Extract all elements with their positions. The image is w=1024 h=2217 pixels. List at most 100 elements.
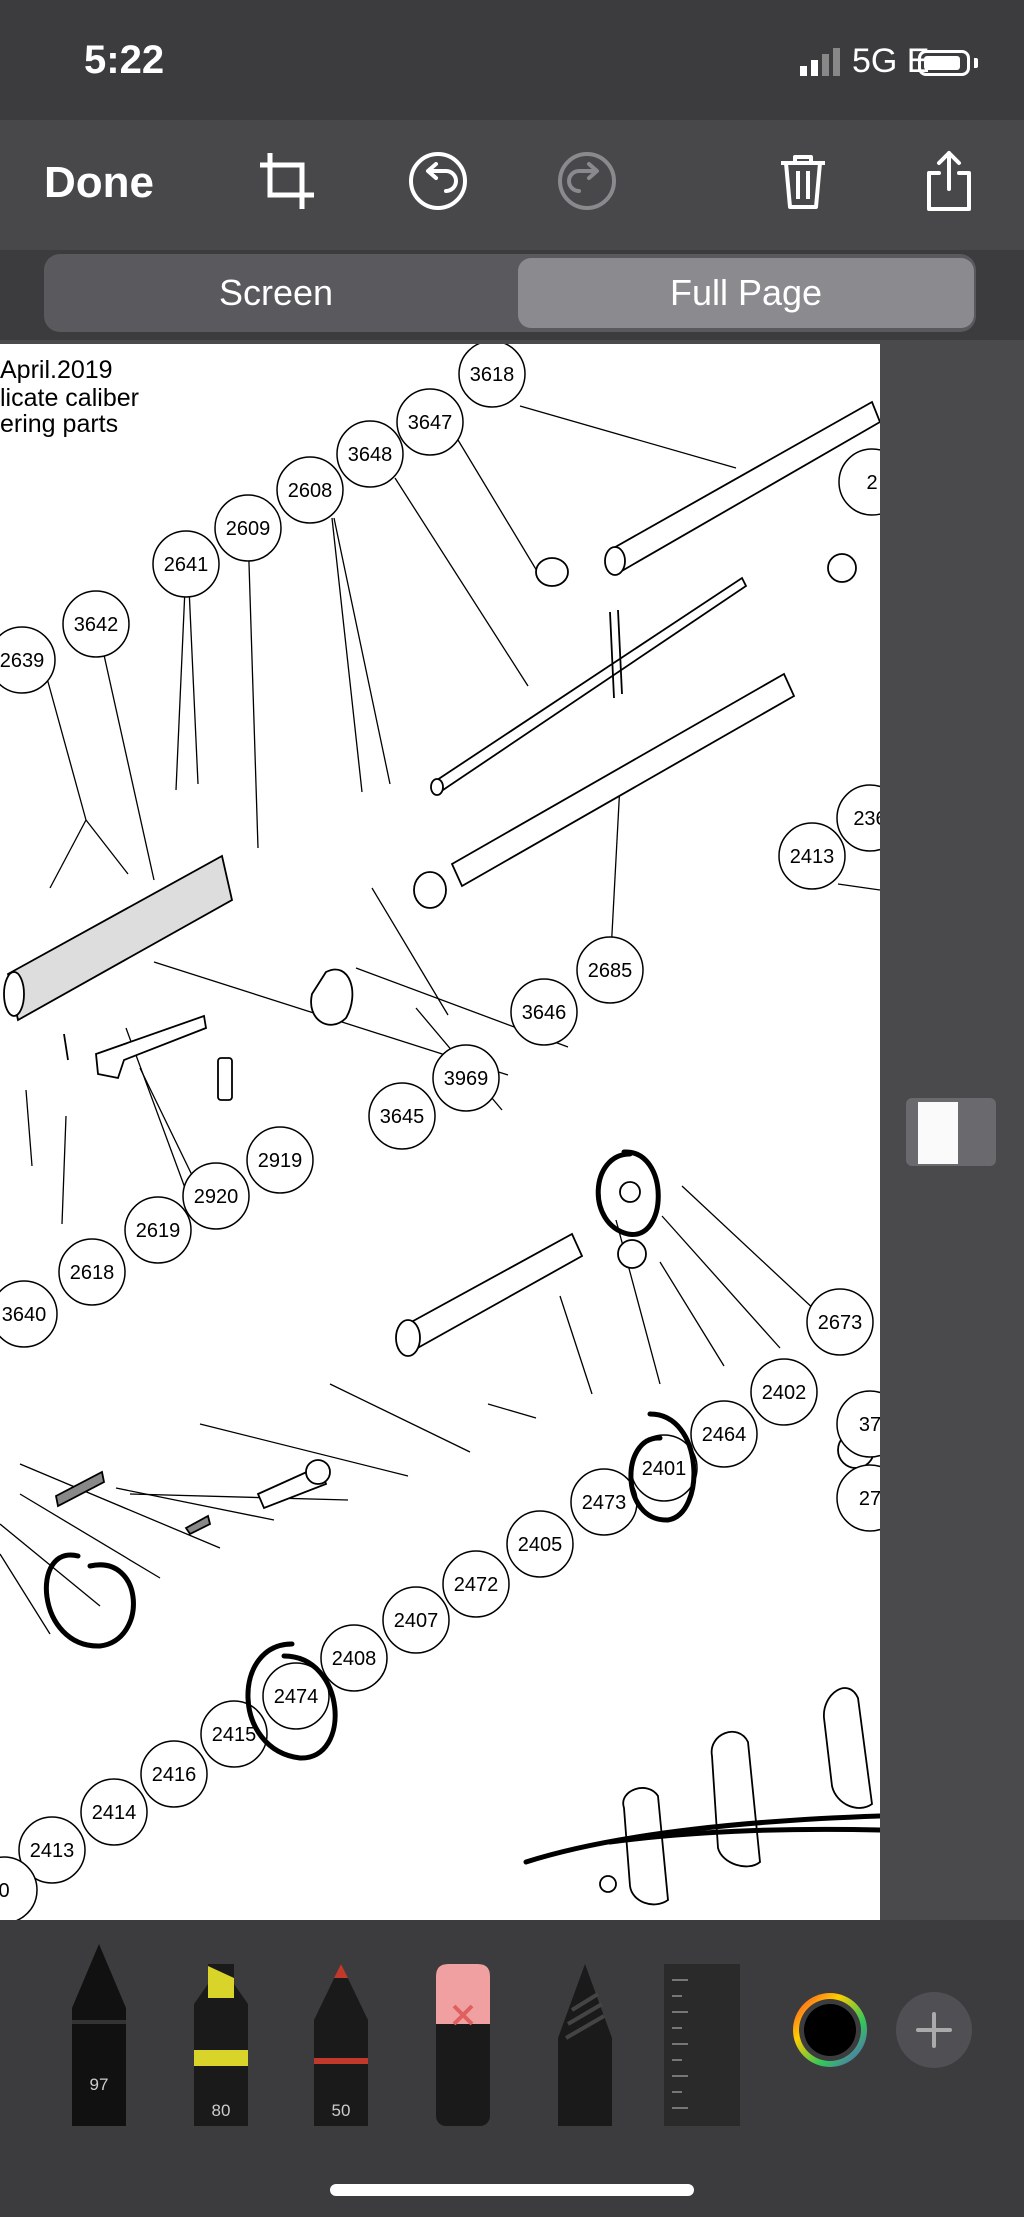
done-button[interactable]: Done [44,158,154,207]
part-number-label: 2641 [164,554,209,576]
status-time: 5:22 [84,38,165,82]
part-callout-circle [80,1778,148,1846]
part-callout-circle [320,1624,388,1692]
part-callout-circle [124,1196,192,1264]
redo-button[interactable] [552,146,622,216]
part-callout-circle [276,456,344,524]
part-number-label: 2473 [582,1492,627,1514]
part-number-label: 3647 [408,412,453,434]
svg-text:50: 50 [332,2101,351,2120]
battery-icon [918,50,970,76]
part-callout-circle [458,344,526,408]
color-picker-button[interactable] [790,1990,870,2070]
part-number-label: 2673 [818,1312,863,1334]
part-callout-circle [576,936,644,1004]
part-number-label: 0 [0,1880,10,1902]
part-callout: 2608 [276,456,344,524]
crop-icon [260,153,314,209]
part-callout-circle [368,1082,436,1150]
highlighter-tool[interactable]: 80 [194,1964,248,2126]
part-callout: 2639 [0,626,56,694]
svg-text:80: 80 [212,2101,231,2120]
part-number-label: 2 [866,472,877,494]
part-callout: 2609 [214,494,282,562]
part-callout: 3642 [62,590,130,658]
part-callout: 3640 [0,1280,58,1348]
part-number-label: 2919 [258,1150,303,1172]
screenshot-mode-selector: Screen Full Page [44,254,976,332]
part-callout-circle [506,1510,574,1578]
part-number-label: 2920 [194,1186,239,1208]
part-callout: 2673 [806,1288,874,1356]
tab-full-page[interactable]: Full Page [518,258,974,328]
part-callout: 2413 [18,1816,86,1884]
part-number-label: 2415 [212,1724,257,1746]
ruler-tool[interactable] [664,1964,740,2126]
part-callout: 2407 [382,1586,450,1654]
part-callout: 3645 [368,1082,436,1150]
part-callout-circle [690,1400,758,1468]
part-number-label: 2413 [30,1840,75,1862]
network-type: 5G E [852,42,930,80]
part-number-label: 2408 [332,1648,377,1670]
part-callout: 2408 [320,1624,388,1692]
part-callout-circle [246,1126,314,1194]
part-callout-circle [442,1550,510,1618]
pencil-tool[interactable]: 50 [314,1964,368,2126]
tab-screen[interactable]: Screen [218,272,334,313]
part-callout: 2413 [778,822,846,890]
part-callout-circle [750,1358,818,1426]
part-callout-circle [0,626,56,694]
part-number-label: 2685 [588,960,633,982]
part-callout: 236 [836,784,880,852]
part-number-label: 2608 [288,480,333,502]
add-tool-button[interactable] [894,1990,974,2070]
part-number-label: 2619 [136,1220,181,1242]
part-callout-circle [140,1740,208,1808]
part-callout: 2416 [140,1740,208,1808]
part-callout: 2473 [570,1468,638,1536]
part-callout-circle [0,1280,58,1348]
part-number-label: 2405 [518,1534,563,1556]
part-callout-circle [836,784,880,852]
part-number-label: 3969 [444,1068,489,1090]
part-number-label: 3648 [348,444,393,466]
plus-icon [916,2012,952,2048]
part-callout: 3646 [510,978,578,1046]
part-callout-circle [0,1856,38,1920]
delete-button[interactable] [768,146,838,216]
pen-tool[interactable]: 97 [72,1934,126,2126]
part-callout-circle [182,1162,250,1230]
lasso-tool[interactable] [558,1964,612,2126]
eraser-tool[interactable] [436,1964,490,2126]
part-callout-circle [806,1288,874,1356]
part-callout-circle [18,1816,86,1884]
part-number-label: 2414 [92,1802,137,1824]
part-number-label: 27 [859,1488,880,1510]
share-button[interactable] [914,146,984,216]
part-callout-circle [510,978,578,1046]
part-number-label: 37 [859,1414,880,1436]
part-callout: 2405 [506,1510,574,1578]
part-number-label: 2413 [790,846,835,868]
part-number-label: 2609 [226,518,271,540]
part-callout: 2641 [152,530,220,598]
part-callout: 2472 [442,1550,510,1618]
part-callout: 2920 [182,1162,250,1230]
crop-button[interactable] [253,146,323,216]
part-callout: 3648 [336,420,404,488]
part-number-label: 236 [853,808,880,830]
part-callout-circle [214,494,282,562]
part-number-label: 2401 [642,1458,687,1480]
signal-icon [800,48,840,76]
trash-icon [781,155,825,209]
part-number-label: 2402 [762,1382,807,1404]
markup-toolbar [0,120,1024,250]
undo-button[interactable] [403,146,473,216]
part-callout: 3969 [432,1044,500,1112]
part-number-label: 2474 [274,1686,319,1708]
battery-nub [974,58,978,68]
part-callout-circle [152,530,220,598]
